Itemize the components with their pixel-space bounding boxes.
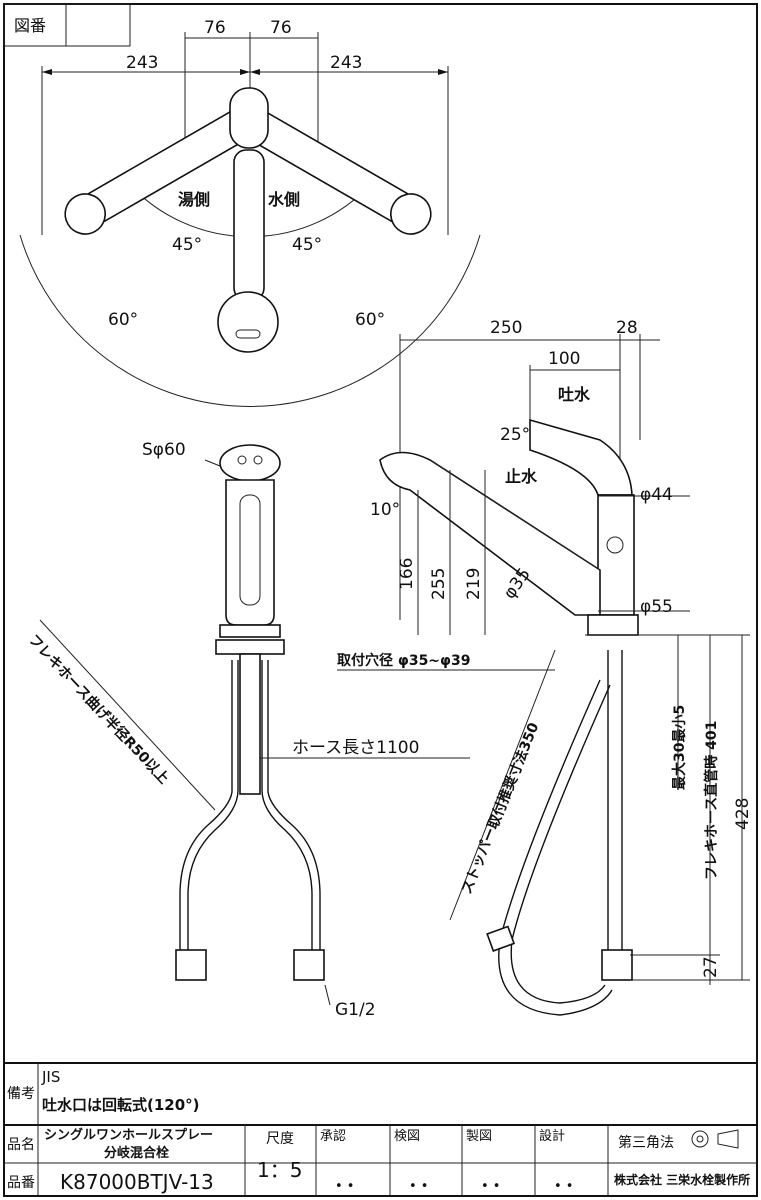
dim-28: 28 [616, 318, 638, 338]
dim-243-left: 243 [126, 53, 158, 73]
projection-label: 第三角法 [618, 1134, 674, 1151]
dots-check: • • [409, 1179, 428, 1194]
top-view: 243 243 76 76 湯側 水側 45° 45° 60° 60° [19, 18, 481, 407]
name-line1: シングルワンホールスプレー [44, 1127, 213, 1143]
design-label: 設計 [539, 1128, 565, 1144]
angle-25: 25° [500, 425, 530, 445]
dim-76-left: 76 [204, 18, 226, 38]
angle-45-right: 45° [292, 235, 322, 255]
dots-design: • • [554, 1179, 573, 1194]
drawing-no-box [3, 3, 131, 47]
drawing-border [3, 3, 758, 1197]
front-view: Sφ60 フレキホース曲げ半径R50以上 ホース長さ1100 G1/2 [25, 440, 470, 1020]
stopper-label: ストッパー取付推奨寸法350 [458, 720, 542, 896]
dim-phi44: φ44 [640, 485, 673, 505]
sphere-dim: Sφ60 [142, 440, 186, 460]
approve-label: 承認 [320, 1128, 346, 1144]
angle-45-left: 45° [172, 235, 202, 255]
number-label: 品番 [7, 1175, 35, 1191]
third-angle-projection-icon [691, 1129, 739, 1149]
draft-label: 製図 [466, 1129, 492, 1144]
flex-hose-bend-label: フレキホース曲げ半径R50以上 [25, 631, 172, 787]
dim-243-right: 243 [330, 53, 362, 73]
name-line2: 分岐混合栓 [104, 1145, 169, 1161]
thread-label: G1/2 [335, 1000, 376, 1020]
remarks-label: 備考 [7, 1086, 35, 1102]
dim-166: 166 [397, 558, 417, 590]
flex-straight-label: フレキホース直管時 401 [703, 721, 720, 880]
dim-100: 100 [548, 349, 580, 369]
scale-label: 尺度 [266, 1131, 294, 1147]
dim-219: 219 [464, 568, 484, 600]
max-30-label: 最大30最小5 [671, 705, 688, 790]
drawing-no-label: 図番 [14, 16, 46, 35]
remarks-line2: 吐水口は回転式(120°) [42, 1096, 200, 1114]
remarks-line1: JIS [41, 1068, 60, 1086]
mount-hole-label: 取付穴径 φ35~φ39 [337, 652, 470, 669]
spout-water-label: 吐水 [558, 385, 591, 404]
angle-60-left: 60° [108, 310, 138, 330]
dots-approve: • • [335, 1179, 354, 1194]
angle-10: 10° [370, 500, 400, 520]
dim-255: 255 [429, 568, 449, 600]
hose-length-label: ホース長さ1100 [292, 738, 419, 758]
stop-water-label: 止水 [505, 467, 538, 486]
company-name: 株式会社 三栄水栓製作所 [614, 1172, 750, 1187]
scale-value: 1：5 [257, 1158, 302, 1182]
title-block: 備考 JIS 吐水口は回転式(120°) 品名 シングルワンホールスプレー 分岐… [4, 1062, 757, 1196]
name-label: 品名 [7, 1137, 35, 1153]
dim-428: 428 [733, 798, 753, 830]
cold-side-label: 水側 [268, 190, 300, 209]
dim-76-right: 76 [270, 18, 292, 38]
dim-27: 27 [701, 956, 721, 978]
dim-phi55: φ55 [640, 597, 673, 617]
check-label: 検図 [394, 1129, 420, 1144]
hot-side-label: 湯側 [178, 190, 210, 209]
dots-draft: • • [481, 1179, 500, 1194]
dim-250: 250 [490, 318, 522, 338]
number-value: K87000BTJV-13 [60, 1170, 214, 1194]
angle-60-right: 60° [355, 310, 385, 330]
side-view: 250 28 100 吐水 25° 止水 φ44 φ55 10° 166 255… [337, 318, 753, 1016]
